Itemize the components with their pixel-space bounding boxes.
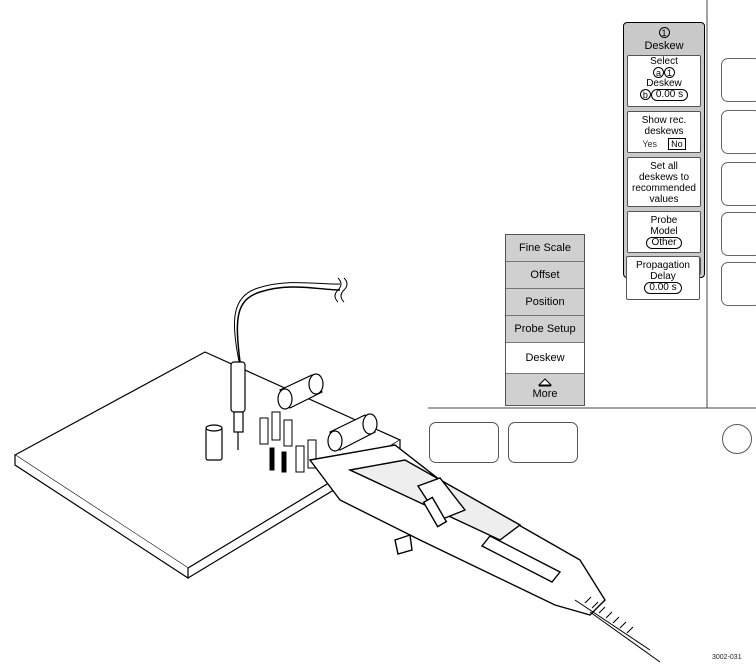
selected-channel: 1: [664, 67, 675, 78]
yes-no-toggle: Yes No: [628, 138, 700, 150]
deskews-label: deskews: [644, 126, 684, 137]
set-all-line-3: recommended: [632, 183, 696, 194]
probe-popup-menu: Fine Scale Offset Position Probe Setup D…: [505, 234, 585, 406]
probe-model-line-2: Model: [650, 226, 678, 237]
a-marker: a: [653, 67, 664, 78]
select-label: Select: [650, 56, 678, 67]
probe-model-value-row: Other: [628, 237, 700, 249]
side-bezel-button-4[interactable]: [721, 212, 756, 256]
side-bezel-button-1[interactable]: [721, 58, 756, 102]
menu-item-position[interactable]: Position: [506, 289, 584, 316]
show-rec-deskews-button[interactable]: Show rec. deskews Yes No: [627, 111, 701, 153]
propagation-delay-content[interactable]: Propagation Delay 0.00 s: [626, 256, 700, 300]
b-marker: b: [639, 89, 651, 101]
no-option-selected: No: [668, 138, 686, 150]
round-knob-button[interactable]: [722, 424, 752, 454]
deskew-value: 0.00 s: [650, 89, 689, 102]
propagation-line-1: Propagation: [636, 260, 690, 271]
yes-option: Yes: [642, 139, 658, 149]
probe-model-value: Other: [646, 237, 682, 249]
channel-indicator: 1: [624, 26, 704, 38]
more-up-arrow-icon: [538, 378, 552, 387]
set-all-line-2: deskews to: [638, 172, 690, 183]
more-button[interactable]: More: [506, 374, 584, 405]
side-menu-title: Deskew: [644, 40, 684, 52]
propagation-line-2: Delay: [650, 271, 676, 282]
side-bezel-button-5[interactable]: [721, 262, 756, 306]
set-all-line-1: Set all: [650, 161, 678, 172]
menu-item-offset[interactable]: Offset: [506, 262, 584, 289]
probe-model-line-1: Probe: [650, 215, 678, 226]
probe-model-button[interactable]: Probe Model Other: [627, 211, 701, 253]
propagation-value: 0.00 s: [644, 282, 682, 294]
deskew-label: Deskew: [646, 78, 682, 90]
bottom-bezel-button-1[interactable]: [429, 422, 499, 463]
set-all-deskews-button[interactable]: Set all deskews to recommended values: [627, 157, 701, 207]
set-all-line-4: values: [649, 194, 679, 205]
bottom-bezel-button-2[interactable]: [508, 422, 578, 463]
propagation-value-row: 0.00 s: [627, 282, 699, 294]
menu-item-fine-scale[interactable]: Fine Scale: [506, 235, 584, 262]
more-label: More: [532, 388, 558, 400]
channel-number: 1: [658, 26, 670, 38]
menu-item-probe-setup[interactable]: Probe Setup: [506, 316, 584, 343]
show-rec-label: Show rec.: [641, 115, 687, 126]
side-bezel-button-3[interactable]: [721, 162, 756, 206]
figure-number: 3002-031: [712, 654, 742, 661]
side-bezel-button-2[interactable]: [721, 110, 756, 154]
menu-item-deskew[interactable]: Deskew: [506, 343, 584, 374]
